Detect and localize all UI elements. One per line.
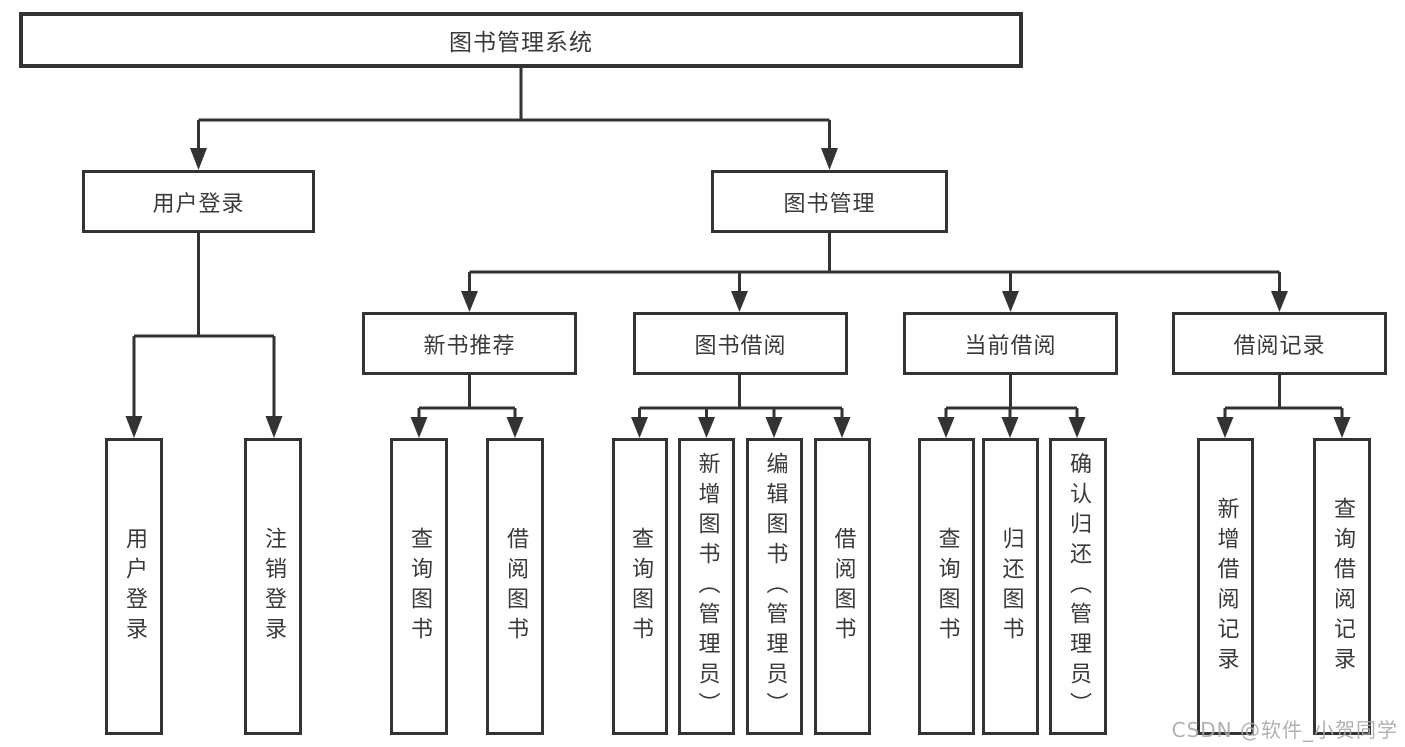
leaf-add-borrow-record: 新增借阅记录 xyxy=(1197,438,1254,735)
leaf-query-books-recommend: 查询图书 xyxy=(390,438,448,735)
leaf-query-books-borrow: 查询图书 xyxy=(612,438,668,735)
leaf-confirm-return-admin-label: 确认归还（管理员） xyxy=(1066,451,1091,722)
leaf-query-books-current-label: 查询图书 xyxy=(934,526,960,647)
arrowheads xyxy=(125,148,1351,438)
leaf-logout-label: 注销登录 xyxy=(261,526,286,647)
leaf-add-book-admin: 新增图书（管理员） xyxy=(678,438,735,735)
leaf-edit-book-admin: 编辑图书（管理员） xyxy=(746,438,803,735)
node-new-book-recommend: 新书推荐 xyxy=(362,312,577,375)
node-user-login-label: 用户登录 xyxy=(152,191,245,217)
leaf-logout: 注销登录 xyxy=(244,438,302,735)
leaf-borrow-books-recommend-label: 借阅图书 xyxy=(503,526,528,647)
node-user-login: 用户登录 xyxy=(82,170,315,233)
leaf-query-books-current: 查询图书 xyxy=(918,438,975,735)
node-book-management: 图书管理 xyxy=(711,170,948,233)
leaf-query-books-recommend-label: 查询图书 xyxy=(407,526,432,647)
connector-paths xyxy=(132,68,1344,424)
leaf-return-book: 归还图书 xyxy=(982,438,1039,735)
node-root-label: 图书管理系统 xyxy=(449,30,593,56)
node-borrow-records-label: 借阅记录 xyxy=(1233,333,1326,359)
node-current-borrow: 当前借阅 xyxy=(903,312,1118,375)
leaf-query-borrow-record: 查询借阅记录 xyxy=(1313,438,1371,735)
leaf-borrow-books-label: 借阅图书 xyxy=(830,526,856,647)
leaf-add-book-admin-label: 新增图书（管理员） xyxy=(694,451,720,722)
leaf-borrow-books-recommend: 借阅图书 xyxy=(486,438,544,735)
leaf-add-borrow-record-label: 新增借阅记录 xyxy=(1213,496,1239,677)
node-new-book-recommend-label: 新书推荐 xyxy=(423,333,516,359)
node-current-borrow-label: 当前借阅 xyxy=(964,333,1057,359)
node-book-borrow-label: 图书借阅 xyxy=(694,333,787,359)
leaf-edit-book-admin-label: 编辑图书（管理员） xyxy=(762,451,788,722)
leaf-return-book-label: 归还图书 xyxy=(998,526,1024,647)
leaf-user-login-label: 用户登录 xyxy=(122,526,147,647)
node-borrow-records: 借阅记录 xyxy=(1172,312,1387,375)
node-book-management-label: 图书管理 xyxy=(783,191,876,217)
leaf-borrow-books: 借阅图书 xyxy=(814,438,871,735)
leaf-confirm-return-admin: 确认归还（管理员） xyxy=(1049,438,1107,735)
leaf-query-borrow-record-label: 查询借阅记录 xyxy=(1330,496,1355,677)
node-root-library-system: 图书管理系统 xyxy=(19,12,1023,68)
leaf-query-books-borrow-label: 查询图书 xyxy=(628,526,653,647)
csdn-watermark: CSDN @软件_小贺同学 xyxy=(1171,718,1398,742)
leaf-user-login: 用户登录 xyxy=(105,438,163,735)
node-book-borrow: 图书借阅 xyxy=(633,312,848,375)
